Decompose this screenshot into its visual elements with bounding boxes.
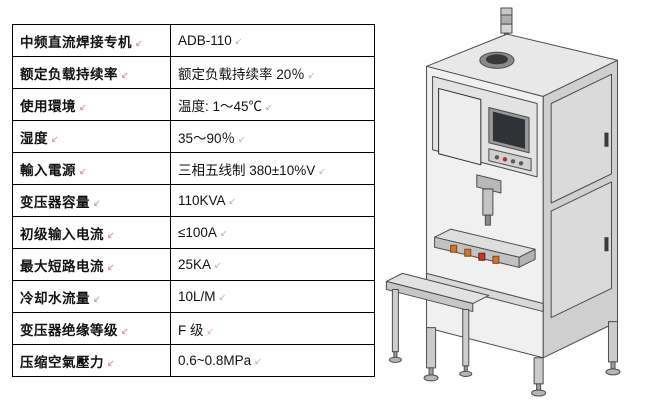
spec-value-cell: ≤100A [170, 216, 375, 249]
spec-label-cell: 中频直流焊接专机 [12, 24, 171, 57]
table-row: 额定负载持续率 额定负载持续率 20％ [12, 56, 375, 89]
spec-label: 额定负载持续率 [20, 67, 129, 82]
table-row: 輸入電源 三相五线制 380±10%V [12, 152, 375, 185]
spec-label-cell: 冷却水流量 [12, 280, 171, 313]
spec-label: 冷却水流量 [20, 291, 101, 306]
spec-value: 额定负载持续率 20％ [178, 67, 315, 82]
welding-machine-drawing [385, 7, 621, 397]
spec-label: 湿度 [20, 131, 59, 146]
spec-label: 中频直流焊接专机 [20, 35, 143, 50]
front-window-frame [438, 87, 482, 166]
table-row: 中频直流焊接专机 ADB-110 [12, 24, 375, 57]
spec-label-cell: 初级输入电流 [12, 216, 171, 249]
hmi-screen-icon [488, 107, 530, 154]
spec-value-cell: F 级 [170, 312, 375, 345]
spec-label: 压缩空氣壓力 [20, 355, 115, 370]
spec-value: 10L/M [178, 289, 226, 304]
spec-value: ≤100A [178, 225, 228, 240]
right-door-upper [550, 73, 612, 204]
spec-label: 初级输入电流 [20, 227, 115, 242]
spec-value: 0.6~0.8MPa [178, 353, 262, 368]
spec-label: 变压器容量 [20, 195, 101, 210]
spec-value-cell: 温度: 1～45℃ [170, 88, 375, 121]
work-table-icon [434, 228, 536, 268]
table-row: 使用環境 温度: 1～45℃ [12, 88, 375, 121]
door-handle-icon [604, 237, 609, 252]
spec-value-cell: 110KVA [170, 184, 375, 217]
machine-legs [423, 321, 621, 397]
spec-value: 25KA [178, 257, 222, 272]
spec-label-cell: 輸入電源 [12, 152, 171, 185]
table-row: 湿度 35～90％ [12, 120, 375, 153]
spec-value-cell: 0.6~0.8MPa [170, 344, 375, 377]
spec-label-cell: 变压器绝缘等级 [12, 312, 171, 345]
spec-value: 三相五线制 380±10%V [178, 163, 326, 178]
table-row: 初级输入电流 ≤100A [12, 216, 375, 249]
spec-label: 輸入電源 [20, 163, 87, 178]
spec-value: 温度: 1～45℃ [178, 99, 273, 114]
spec-value-cell: 三相五线制 380±10%V [170, 152, 375, 185]
spec-value-cell: 10L/M [170, 280, 375, 313]
spec-value-cell: 35～90％ [170, 120, 375, 153]
spec-label-cell: 湿度 [12, 120, 171, 153]
side-shelf-icon [385, 272, 490, 377]
spec-label: 使用環境 [20, 99, 87, 114]
spec-value: ADB-110 [178, 33, 242, 48]
spec-table: 中频直流焊接专机 ADB-110 额定负载持续率 额定负载持续率 20％ 使用環… [12, 24, 375, 377]
spec-value-cell: ADB-110 [170, 24, 375, 57]
machine-illustration [384, 4, 646, 398]
spec-value-cell: 25KA [170, 248, 375, 281]
spec-value: F 级 [178, 323, 214, 338]
table-row: 最大短路电流 25KA [12, 248, 375, 281]
spec-label-cell: 最大短路电流 [12, 248, 171, 281]
top-hole-icon [479, 51, 515, 69]
spec-label-cell: 额定负载持续率 [12, 56, 171, 89]
right-door-lower [550, 181, 612, 319]
spec-label-cell: 变压器容量 [12, 184, 171, 217]
table-row: 压缩空氣壓力 0.6~0.8MPa [12, 344, 375, 377]
spec-label-cell: 压缩空氣壓力 [12, 344, 171, 377]
weld-head-icon [476, 174, 502, 226]
spec-label: 最大短路电流 [20, 259, 115, 274]
spec-label-cell: 使用環境 [12, 88, 171, 121]
frame-cross-beam [426, 272, 544, 313]
spec-label: 变压器绝缘等级 [20, 323, 129, 338]
table-row: 变压器绝缘等级 F 级 [12, 312, 375, 345]
table-row: 变压器容量 110KVA [12, 184, 375, 217]
spec-value: 110KVA [178, 193, 236, 208]
control-buttons-icon [488, 148, 532, 172]
spec-value: 35～90％ [178, 131, 246, 146]
door-handle-icon [604, 132, 609, 147]
table-row: 冷却水流量 10L/M [12, 280, 375, 313]
spec-value-cell: 额定负载持续率 20％ [170, 56, 375, 89]
